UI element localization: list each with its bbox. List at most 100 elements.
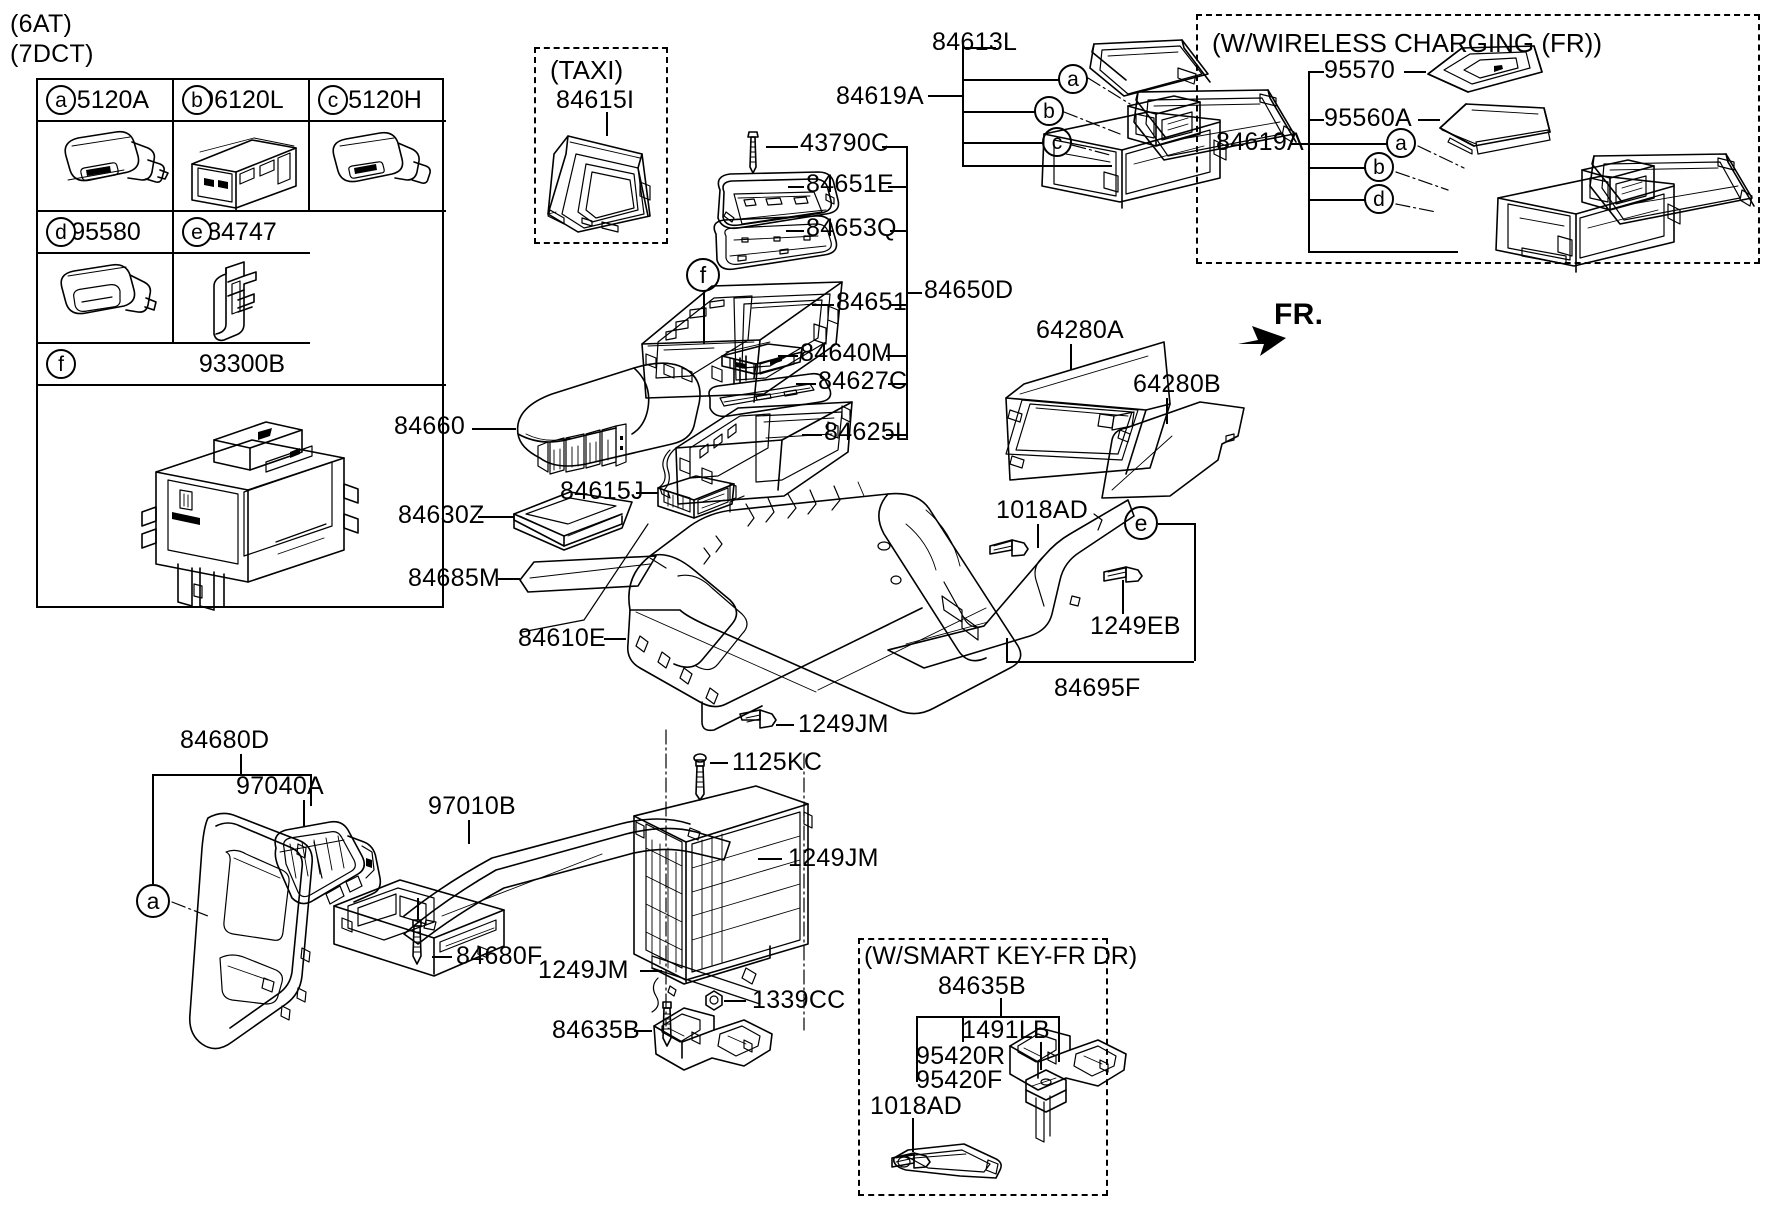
leader-84615I	[606, 112, 608, 136]
part-84630Z-tray-art	[513, 491, 633, 551]
cigar-lighter-icon	[64, 130, 169, 183]
usb-aux-jack-icon	[191, 137, 297, 211]
legend-part-c: 95120H	[334, 86, 422, 114]
legend-bubble-f: f	[46, 349, 76, 379]
leader-84651-left	[812, 304, 834, 306]
variant-title-taxi: (TAXI)	[550, 55, 624, 85]
callout-97010B: 97010B	[428, 792, 516, 820]
legend-cell-b	[174, 80, 310, 212]
leader-84635B-sk-bracket	[916, 1016, 1058, 1018]
screw-1018AD-sk-art	[891, 1152, 931, 1169]
bracket-84619A-top	[962, 45, 964, 137]
leader-1125KC	[710, 762, 728, 764]
leader-1249JM-left	[432, 956, 452, 958]
screw-1018AD-art	[989, 539, 1029, 557]
leader-1339CC	[724, 1000, 746, 1002]
legend-divider-e	[174, 252, 310, 254]
console-main-body-art	[626, 481, 1022, 732]
switch-assembly-icon	[141, 421, 359, 611]
console-tray-top-art	[1041, 39, 1297, 209]
leader-1018AD	[1037, 524, 1039, 548]
leader-84619A-top	[928, 95, 964, 97]
callout-64280A: 64280A	[1036, 316, 1124, 344]
legend-bubble-e: e	[182, 217, 212, 247]
legend-cell-e	[174, 212, 310, 344]
screw-1125KC-art	[693, 753, 707, 801]
callout-84627C: 84627C	[818, 367, 908, 395]
leader-84695F-bracket-left	[1006, 638, 1008, 661]
bubble-marker-f-center: f	[686, 258, 720, 292]
legend-part-f: 93300B	[198, 350, 286, 378]
callout-1249JM-bottom: 1249JM	[538, 956, 629, 984]
bubble-marker-a-wc: a	[1386, 128, 1416, 158]
part-84680D-art	[188, 812, 314, 1050]
leader-bubble-d-wc	[1308, 199, 1366, 201]
leader-84680D-left	[152, 774, 154, 884]
part-84685M-mat-art	[519, 555, 657, 593]
screw-1249JM-left-art	[412, 919, 422, 965]
leader-dash-a-wc	[1417, 145, 1465, 169]
callout-84660: 84660	[394, 412, 466, 440]
part-95420R-95420F-art	[892, 1143, 1002, 1179]
legend-bubble-c: c	[318, 85, 348, 115]
part-84627C-art	[708, 372, 832, 418]
leader-64280B	[1166, 398, 1168, 424]
bubble-marker-a-lowerleft: a	[136, 884, 170, 918]
leader-84635B-sk-right	[1058, 1016, 1060, 1062]
leader-dash-a-lowerleft	[171, 901, 209, 917]
callout-1018AD-sk: 1018AD	[870, 1092, 963, 1120]
legend-divider-b	[174, 120, 310, 122]
leader-84680D-right	[310, 774, 312, 806]
leader-84660	[472, 428, 516, 430]
callout-84653Q: 84653Q	[806, 214, 897, 242]
power-outlet-icon	[332, 131, 431, 184]
part-84635B-bottom-art	[653, 1007, 773, 1071]
callout-84680F: 1249JM	[788, 844, 879, 872]
callout-84619A-wc: 84619A	[1216, 128, 1304, 156]
leader-84653Q-left	[786, 230, 804, 232]
leader-84619A-bottom	[962, 165, 1112, 167]
part-1491LB-art	[1025, 1069, 1067, 1143]
leader-dash-b-wc	[1395, 171, 1449, 191]
callout-84680D: 84680D	[180, 726, 270, 754]
callout-95420F: 95420F	[916, 1066, 1003, 1094]
leader-1491LB	[1040, 1042, 1042, 1070]
leader-95560A-left	[1308, 119, 1324, 121]
callout-84615I: 84615I	[556, 86, 635, 114]
callout-84640M: 84640M	[800, 339, 893, 367]
leader-84635B-sk-stem	[1000, 998, 1002, 1016]
vent-support-bracket-art	[333, 879, 505, 977]
leader-43790C-right	[882, 146, 906, 148]
bubble-marker-e-right: e	[1124, 506, 1158, 540]
legend-divider-d	[38, 252, 174, 254]
callout-84630Z: 84630Z	[398, 501, 485, 529]
leader-64280A	[1070, 344, 1072, 370]
leader-95570-right	[1404, 71, 1426, 73]
leader-84635B-sk-left	[916, 1016, 918, 1082]
leader-1018AD-sk	[912, 1118, 914, 1152]
callout-1249EB: 1249EB	[1090, 612, 1181, 640]
callout-84651: 84651	[836, 288, 908, 316]
assembly-centerlines	[665, 729, 805, 1031]
callout-84615J: 84615J	[560, 477, 644, 505]
legend-part-e: 84747	[207, 218, 277, 246]
callout-95570: 95570	[1324, 56, 1396, 84]
transmission-note-7dct: (7DCT)	[10, 40, 94, 68]
screw-1249JM-mid-art	[739, 709, 777, 729]
nut-1339CC-art	[705, 990, 723, 1011]
callout-84619A-top: 84619A	[836, 82, 924, 110]
leader-84625L-right	[886, 434, 906, 436]
callout-84635B-sk: 84635B	[938, 972, 1026, 1000]
leader-1249JM-mid	[776, 724, 794, 726]
bracket-84619A-top-lower	[962, 137, 964, 165]
part-64280A-art	[1005, 341, 1171, 481]
screw-43790C-art	[747, 131, 759, 174]
callout-1249JM-mid: 1249JM	[798, 710, 889, 738]
legend-divider-c	[310, 120, 446, 122]
legend-part-d: 95580	[71, 218, 141, 246]
variant-title-smart-key: (W/SMART KEY-FR DR)	[864, 942, 1138, 970]
leader-84610E	[604, 638, 626, 640]
callout-64280B: 64280B	[1133, 370, 1221, 398]
part-97040A-vent-art	[274, 820, 382, 905]
